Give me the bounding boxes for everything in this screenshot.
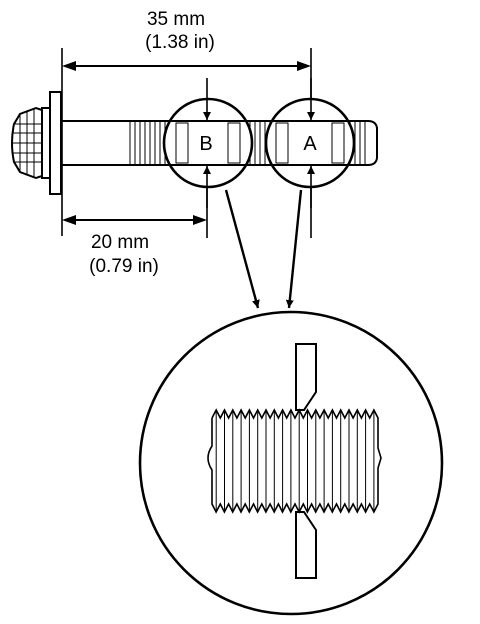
dimension-20mm: 20 mm (0.79 in) xyxy=(62,185,208,277)
circle-b xyxy=(162,97,254,189)
arrowhead-right-icon xyxy=(297,61,311,71)
point-b-label: B xyxy=(199,133,212,155)
thread-flanks xyxy=(215,412,375,510)
detail-magnified-view xyxy=(138,310,444,616)
bolt-shank xyxy=(61,120,378,166)
bolt-head xyxy=(11,91,62,195)
circle-a xyxy=(264,97,356,189)
measurement-point-b: B xyxy=(162,78,254,208)
leader-arrow-a xyxy=(285,189,303,309)
arrowhead-left-icon xyxy=(62,61,76,71)
arrowhead-right-icon xyxy=(193,215,207,225)
dimension-35mm-label: 35 mm xyxy=(147,9,205,30)
measurement-point-a: A xyxy=(264,78,356,208)
dimension-35mm-imperial-label: (1.38 in) xyxy=(145,32,215,53)
arrowhead-left-icon xyxy=(62,215,76,225)
gauge-blade-bottom xyxy=(295,511,317,579)
point-a-label: A xyxy=(303,133,317,155)
thread-profile xyxy=(207,408,382,514)
leader-arrow-b xyxy=(224,189,260,309)
detail-circle xyxy=(138,310,444,616)
gauge-blade-top xyxy=(295,343,317,411)
dimension-20mm-label: 20 mm xyxy=(91,232,149,253)
dimension-20mm-imperial-label: (0.79 in) xyxy=(89,256,159,277)
